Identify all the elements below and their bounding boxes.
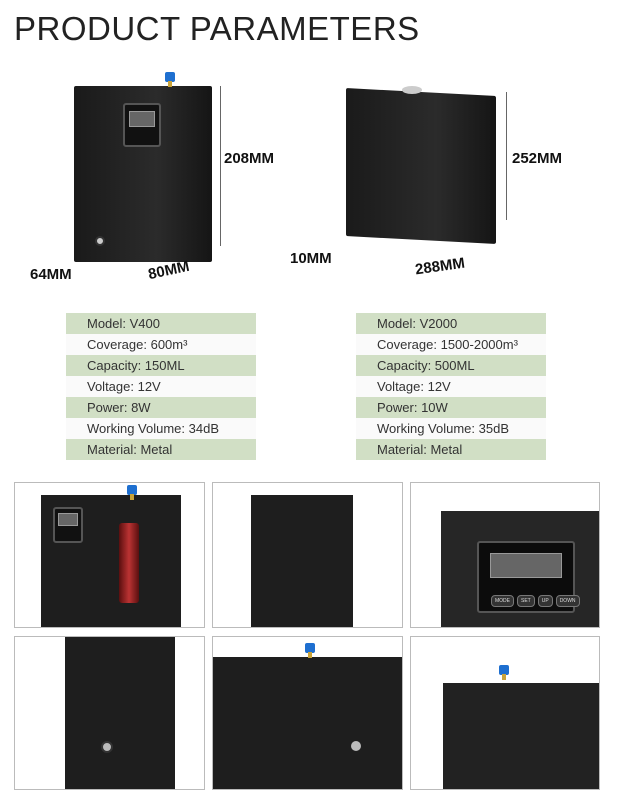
set-button: SET <box>517 595 535 607</box>
spec-row: Material: Metal <box>356 439 546 460</box>
v2000-spec-table: Model: V2000 Coverage: 1500-2000m³ Capac… <box>356 313 546 460</box>
spec-row: Power: 10W <box>356 397 546 418</box>
mode-button: MODE <box>491 595 514 607</box>
v2000-width-label: 288MM <box>414 254 466 279</box>
spec-row: Coverage: 1500-2000m³ <box>356 334 546 355</box>
spec-row: Material: Metal <box>66 439 256 460</box>
spec-row: Power: 8W <box>66 397 256 418</box>
spec-row: Voltage: 12V <box>356 376 546 397</box>
up-button: UP <box>537 595 553 607</box>
spec-row: Capacity: 150ML <box>66 355 256 376</box>
photo-side-port <box>14 636 205 790</box>
v400-depth-label: 64MM <box>30 266 72 283</box>
down-button: DOWN <box>555 595 580 607</box>
v2000-height-label: 252MM <box>512 150 563 167</box>
spec-row: Model: V400 <box>66 313 256 334</box>
photo-valve <box>410 636 600 790</box>
photo-top-corner <box>212 636 403 790</box>
photo-interior <box>14 482 205 628</box>
page-title: PRODUCT PARAMETERS <box>14 10 420 47</box>
spec-row: Working Volume: 35dB <box>356 418 546 439</box>
v400-spec-table: Model: V400 Coverage: 600m³ Capacity: 15… <box>66 313 256 460</box>
photo-control-panel: MODE SET UP DOWN <box>410 482 600 628</box>
spec-row: Coverage: 600m³ <box>66 334 256 355</box>
photo-back <box>212 482 403 628</box>
spec-row: Model: V2000 <box>356 313 546 334</box>
spec-row: Working Volume: 34dB <box>66 418 256 439</box>
spec-row: Capacity: 500ML <box>356 355 546 376</box>
v2000-foot-label: 10MM <box>290 250 332 267</box>
spec-row: Voltage: 12V <box>66 376 256 397</box>
v400-height-label: 208MM <box>224 150 275 167</box>
